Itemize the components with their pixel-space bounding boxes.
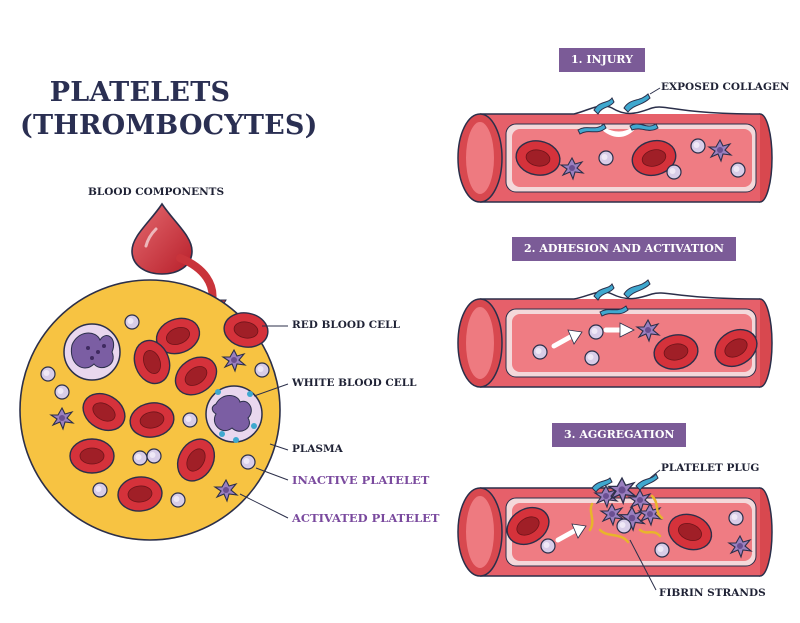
step-badge-aggregation: 3. AGGREGATION: [552, 423, 687, 447]
vessel-aggregation: [457, 469, 773, 591]
collagen-fibers: [577, 93, 659, 135]
vessel-adhesion: [457, 279, 773, 388]
label-exposed-collagen: EXPOSED COLLAGEN: [661, 81, 790, 93]
label-white-blood-cell: WHITE BLOOD CELL: [292, 377, 417, 389]
vessel-injury: [457, 87, 773, 203]
blood-components-heading: BLOOD COMPONENTS: [88, 186, 225, 198]
page-title-line1: PLATELETS: [49, 77, 231, 108]
white-blood-cell-right: [205, 385, 263, 443]
page-title-line2: (THROMBOCYTES): [20, 110, 318, 141]
label-plasma: PLASMA: [292, 443, 343, 455]
fibrin-strands: [588, 494, 664, 544]
step-badge-injury: 1. INJURY: [559, 48, 645, 72]
label-fibrin-strands: FIBRIN STRANDS: [659, 587, 766, 599]
label-inactive-platelet: INACTIVE PLATELET: [292, 473, 430, 487]
step-badge-adhesion: 2. ADHESION AND ACTIVATION: [512, 237, 736, 261]
label-red-blood-cell: RED BLOOD CELL: [292, 319, 400, 331]
label-activated-platelet: ACTIVATED PLATELET: [292, 511, 440, 525]
label-platelet-plug: PLATELET PLUG: [661, 462, 760, 474]
leader-lines: [239, 325, 289, 519]
white-blood-cell-left: [63, 323, 121, 381]
